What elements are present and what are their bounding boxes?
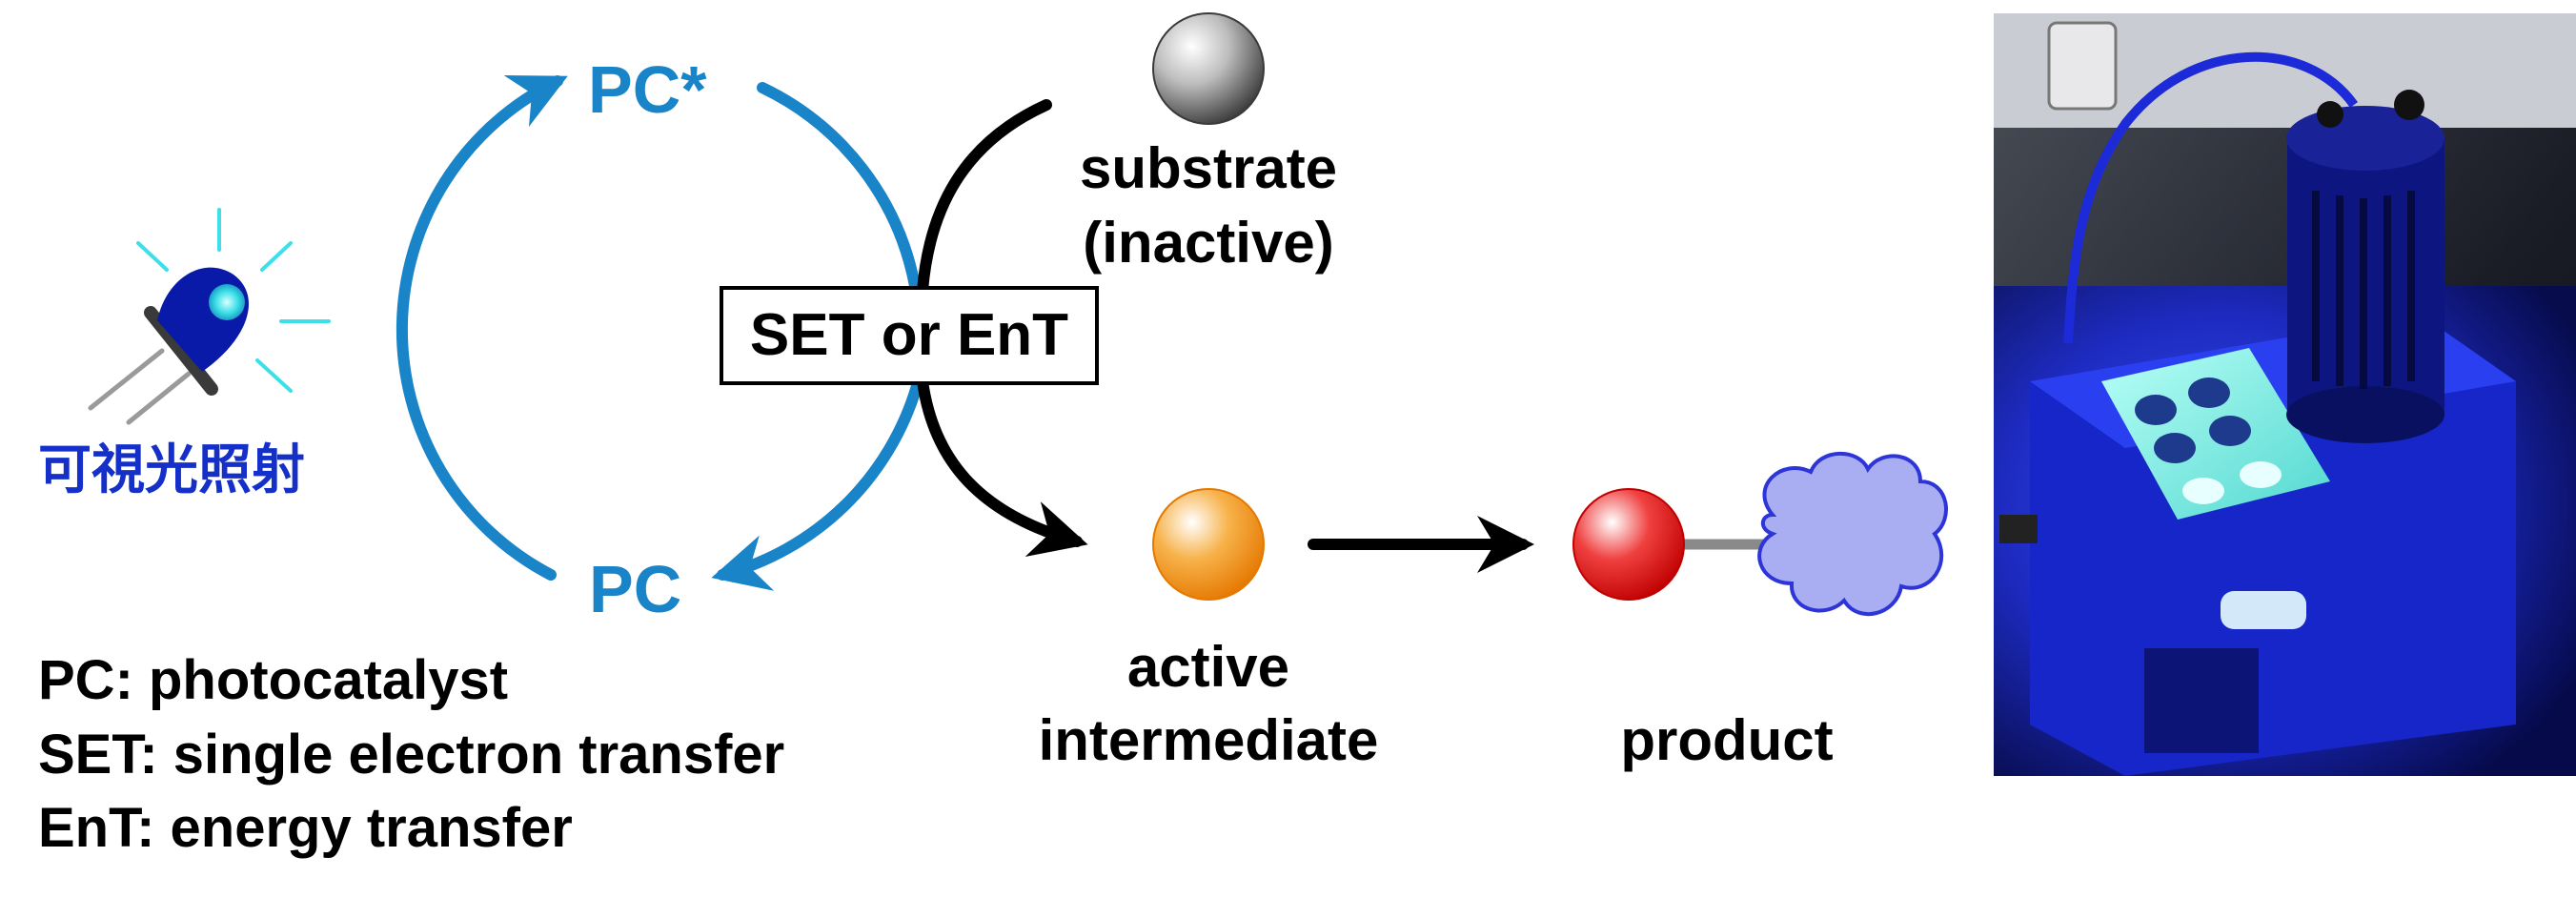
substrate-sphere <box>1152 12 1265 125</box>
catalytic-cycle <box>396 75 923 591</box>
legend-pc: PC: photocatalyst <box>38 649 508 711</box>
transfer-box <box>720 286 1099 385</box>
activation-path <box>917 99 1088 557</box>
legend-set: SET: single electron transfer <box>38 724 784 786</box>
cycle-arrow-quench <box>757 82 921 292</box>
product-molecule <box>1572 451 1948 617</box>
intermediate-label-line1: active <box>1127 635 1289 699</box>
cycle-arrow-excitation <box>396 75 568 581</box>
product-label: product <box>1620 708 1833 772</box>
excited-catalyst-label: PC* <box>588 52 707 127</box>
substrate-label-line2: (inactive) <box>1083 211 1333 275</box>
product-cloud <box>1757 451 1948 617</box>
ground-catalyst-label: PC <box>589 552 681 626</box>
photoreactor-photo <box>1994 13 2576 776</box>
substrate-label-line1: substrate <box>1080 136 1337 200</box>
legend-ent: EnT: energy transfer <box>38 797 573 859</box>
product-sphere <box>1572 488 1685 601</box>
transfer-box-label: SET or EnT <box>750 302 1068 368</box>
intermediate-sphere <box>1152 488 1265 601</box>
intermediate-out-arrow <box>917 376 1088 557</box>
led-icon <box>88 208 331 425</box>
cycle-arrow-return <box>711 380 923 591</box>
substrate-in-arrow <box>917 99 1052 296</box>
intermediate-label-line2: intermediate <box>1039 708 1379 772</box>
light-caption: 可視光照射 <box>38 439 305 500</box>
